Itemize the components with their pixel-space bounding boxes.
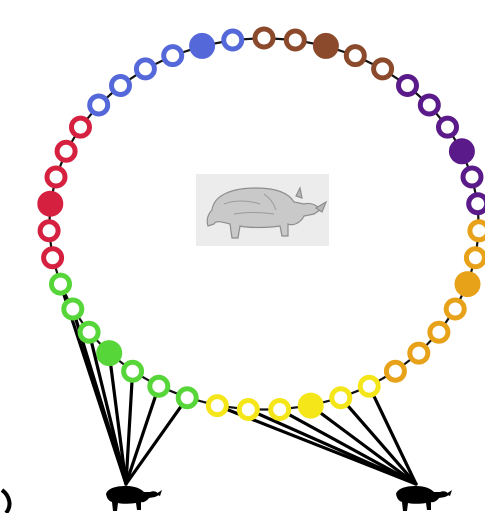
- viewpoint-node-green: [80, 323, 98, 341]
- viewpoint-node-brown: [255, 29, 273, 47]
- viewpoint-node-purple: [439, 118, 457, 136]
- viewpoint-node-orange: [446, 300, 464, 318]
- viewpoint-node-green: [64, 300, 82, 318]
- viewpoint-node-orange: [430, 323, 448, 341]
- viewpoint-node-blue-selected: [192, 35, 213, 56]
- viewpoint-node-blue: [112, 77, 130, 95]
- viewpoint-node-blue: [90, 96, 108, 114]
- viewpoint-node-blue: [164, 47, 182, 65]
- viewpoint-node-purple-selected: [451, 141, 472, 162]
- viewpoint-node-red-selected: [40, 193, 61, 214]
- panel-label-fragment: [2, 490, 9, 513]
- viewpoint-node-yellow: [271, 401, 289, 419]
- viewpoint-node-blue: [136, 60, 154, 78]
- viewpoint-node-orange: [410, 344, 428, 362]
- viewpoint-node-brown: [346, 47, 364, 65]
- viewpoint-node-purple: [463, 168, 481, 186]
- viewpoint-node-yellow: [208, 397, 226, 415]
- observer-ray: [280, 410, 416, 485]
- rhino-photo-icon: [196, 174, 329, 246]
- viewpoint-node-green: [124, 362, 142, 380]
- viewpoint-node-green: [150, 377, 168, 395]
- viewpoint-node-yellow: [239, 401, 257, 419]
- viewpoint-node-red: [40, 222, 58, 240]
- viewpoint-node-orange: [386, 362, 404, 380]
- observer-ray: [341, 398, 416, 484]
- viewpoint-node-blue: [224, 31, 242, 49]
- viewpoint-node-purple: [469, 195, 485, 213]
- viewpoint-node-yellow-selected: [300, 395, 321, 416]
- viewpoint-node-green-selected: [99, 343, 120, 364]
- viewpoint-node-brown-selected: [315, 35, 336, 56]
- viewpoint-node-purple: [399, 77, 417, 95]
- viewpoint-node-orange: [470, 222, 485, 240]
- viewpoint-node-brown: [286, 31, 304, 49]
- viewpoint-node-yellow: [360, 377, 378, 395]
- viewpoint-node-green: [178, 389, 196, 407]
- viewpoint-node-red: [44, 249, 62, 267]
- rhino-silhouette-icon: [396, 486, 452, 511]
- viewpoint-node-orange-selected: [457, 274, 478, 295]
- observer-ray: [126, 398, 187, 484]
- viewpoint-node-purple: [420, 96, 438, 114]
- viewpoint-node-green: [52, 275, 70, 293]
- viewpoint-node-red: [72, 118, 90, 136]
- viewpoint-node-brown: [374, 60, 392, 78]
- viewpoint-node-orange: [466, 249, 484, 267]
- viewpoint-node-red: [57, 142, 75, 160]
- viewpoint-node-red: [47, 168, 65, 186]
- viewpoint-node-yellow: [332, 389, 350, 407]
- rhino-silhouette-icon: [106, 486, 162, 511]
